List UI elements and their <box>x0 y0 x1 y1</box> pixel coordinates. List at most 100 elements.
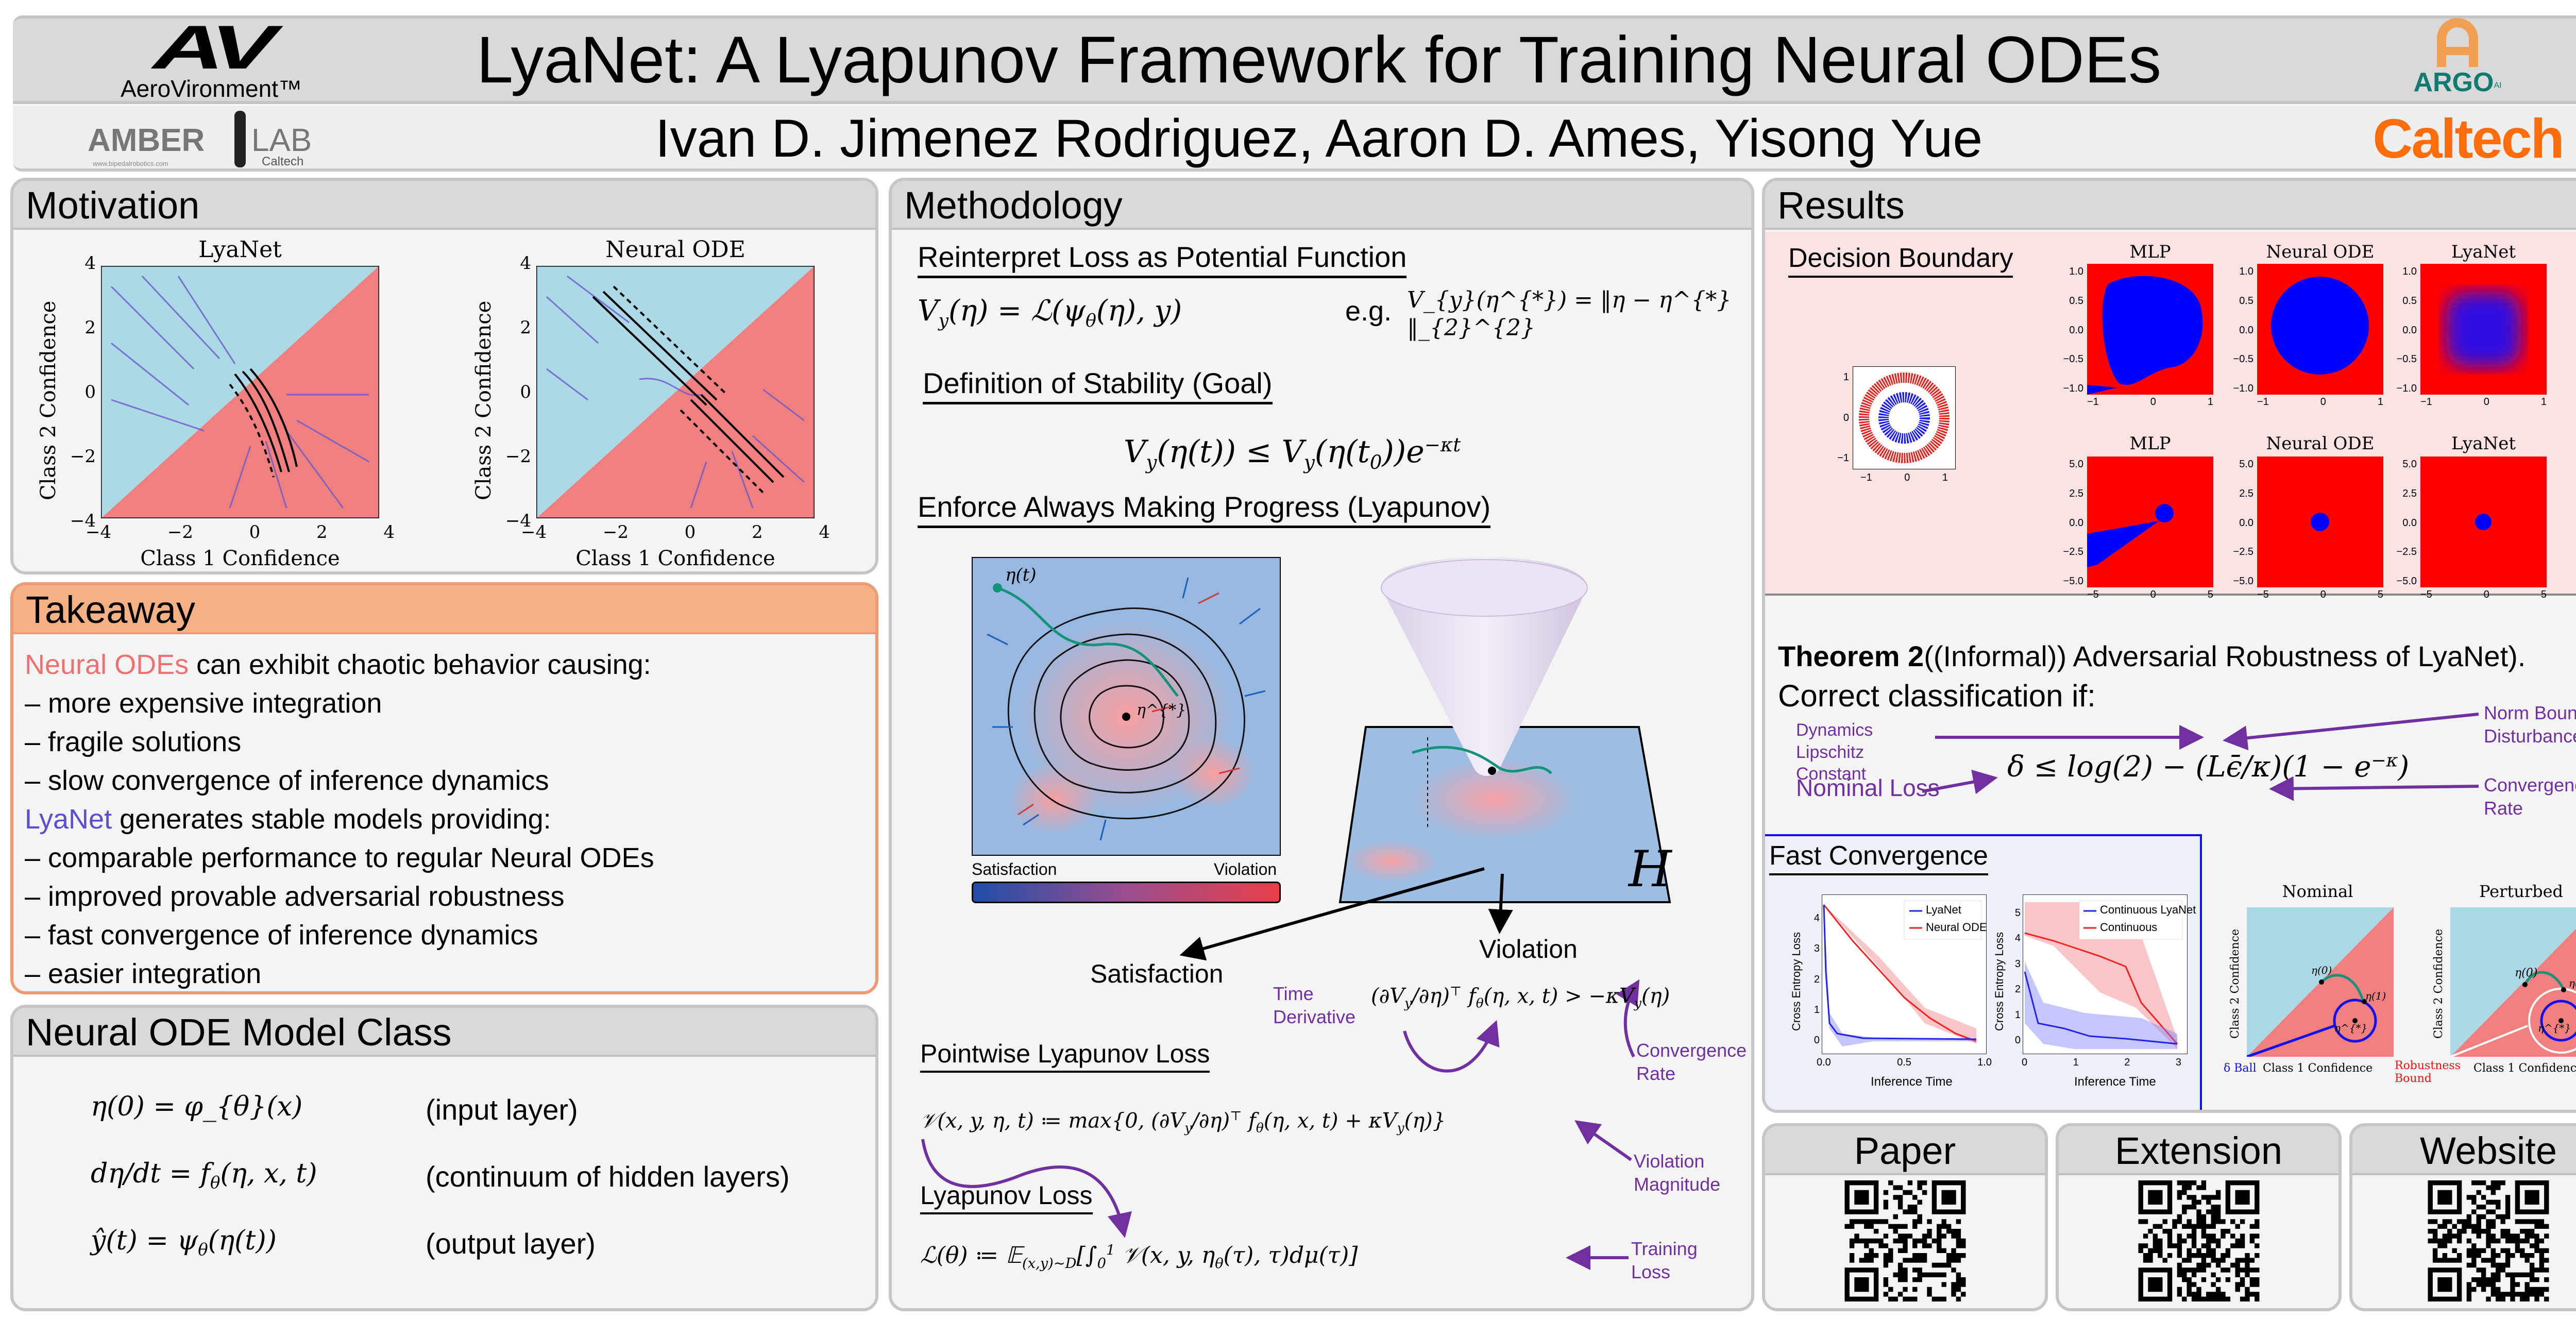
website-link-box[interactable]: Website <box>2349 1123 2576 1311</box>
lyapunov-contour-figure <box>972 557 1281 856</box>
tick-label: 0 <box>684 522 696 543</box>
neural-odes-highlight: Neural ODEs <box>25 649 189 680</box>
fast-convergence-heading: Fast Convergence <box>1769 840 1988 875</box>
theorem-text: ((Informal)) Adversarial Robustness of L… <box>1924 640 2526 672</box>
tick-label: 2 <box>2014 984 2021 995</box>
grid-title-neural-ode-perturbed: Neural ODE <box>2266 433 2375 454</box>
lyanet-intro: LyaNet generates stable models providing… <box>25 800 875 839</box>
website-qr-code[interactable] <box>2428 1180 2549 1301</box>
poster-title: LyaNet: A Lyapunov Framework for Trainin… <box>476 23 2162 97</box>
results-title: Results <box>1765 181 2576 230</box>
argo-logo: ARGOAI <box>2401 18 2514 98</box>
nominal-loss-annotation: Nominal Loss <box>1796 774 1940 801</box>
loss1-xlabel: Inference Time <box>1871 1075 1953 1089</box>
training-loss-annotation: Training Loss <box>1631 1238 1698 1282</box>
tick-label: 2 <box>1814 973 1820 985</box>
title-band <box>13 15 2576 104</box>
tick-label: −1 <box>1837 452 1849 464</box>
tick-label: −1.0 <box>2233 383 2253 394</box>
amber-lab-logo: AMBER LAB Caltech www.bipedalrobotics.co… <box>88 111 355 170</box>
input-layer-equation: η(0) = φ_{θ}(x) <box>91 1091 303 1122</box>
tick-label: 0 <box>520 382 531 402</box>
convergence-rate-annotation: Convergence Rate <box>2484 774 2576 819</box>
tick-label: 0.0 <box>2402 517 2417 529</box>
tick-label: 0.5 <box>2402 295 2417 307</box>
legend-continuous: Continuous <box>2100 921 2158 934</box>
tick-label: 0.5 <box>2239 295 2253 307</box>
lyanet-phase-plot <box>101 266 379 518</box>
eta-t-label: η(t) <box>1005 565 1037 585</box>
tick-label: 5.0 <box>2239 459 2253 470</box>
nominal-eta0: η(0) <box>2311 964 2332 976</box>
two-rings-dataset-plot <box>1853 366 1956 469</box>
tick-label: 4 <box>520 253 531 274</box>
tick-label: 2 <box>84 317 96 338</box>
tick-label: −5 <box>2087 589 2099 600</box>
tick-label: 4 <box>2014 933 2021 944</box>
tick-label: 0 <box>2320 589 2326 600</box>
lab-wordmark: LAB <box>251 123 312 158</box>
mlp-boundary-plot <box>2087 264 2213 395</box>
takeaway-panel: Takeaway Neural ODEs can exhibit chaotic… <box>10 582 878 994</box>
extension-title: Extension <box>2059 1126 2338 1175</box>
tick-label: 1 <box>1843 371 1849 383</box>
tick-label: 5 <box>2540 589 2547 600</box>
tick-label: −5.0 <box>2063 576 2083 587</box>
tick-label: −4 <box>70 511 96 531</box>
model-class-panel: Neural ODE Model Class η(0) = φ_{θ}(x) (… <box>10 1005 878 1311</box>
benefit-item: – fast convergence of inference dynamics <box>25 920 538 951</box>
tick-label: −5 <box>2420 589 2432 600</box>
tick-label: 0 <box>2483 589 2489 600</box>
tick-label: −0.5 <box>2233 353 2253 365</box>
tick-label: 0.0 <box>2069 517 2083 529</box>
legend-lyanet: LyaNet <box>1926 903 1961 916</box>
nominal-title: Nominal <box>2282 882 2353 901</box>
lyapunov-3d-figure <box>1338 557 1671 903</box>
tick-label: 0.0 <box>2239 324 2253 336</box>
tick-label: 2.5 <box>2239 487 2253 499</box>
extension-qr-code[interactable] <box>2138 1180 2259 1301</box>
tick-label: −1 <box>1860 472 1872 483</box>
grid-title-lyanet-perturbed: LyaNet <box>2451 433 2516 454</box>
website-title: Website <box>2352 1126 2576 1175</box>
heading-lyapunov-loss: Lyapunov Loss <box>920 1180 1093 1214</box>
tick-label: −4 <box>521 522 547 543</box>
methodology-title: Methodology <box>892 181 1751 230</box>
tick-label: 0 <box>1843 412 1849 424</box>
robustness-bound-label: Robustness Bound <box>2395 1059 2461 1085</box>
tick-label: 4 <box>383 522 395 543</box>
paper-title: Paper <box>1765 1126 2045 1175</box>
lyanet-xlabel: Class 1 Confidence <box>140 547 340 570</box>
convergence-rate-annotation: Convergence Rate <box>1636 1040 1747 1084</box>
takeaway-intro-text: can exhibit chaotic behavior causing: <box>189 649 651 680</box>
hidden-layer-label: (continuum of hidden layers) <box>426 1160 790 1193</box>
tick-label: 0 <box>1904 472 1910 483</box>
argo-ai: AI <box>2494 81 2502 90</box>
lyanet-ylabel: Class 2 Confidence <box>37 300 60 500</box>
tick-label: 1 <box>2014 1009 2021 1021</box>
tick-label: 0.5 <box>1897 1057 1911 1068</box>
perturbed-robustness-plot <box>2450 907 2576 1057</box>
mlp-perturbed-plot <box>2087 456 2213 587</box>
extension-link-box[interactable]: Extension <box>2056 1123 2342 1311</box>
paper-link-box[interactable]: Paper <box>1762 1123 2048 1311</box>
paper-qr-code[interactable] <box>1844 1180 1965 1301</box>
author-band <box>13 106 2576 172</box>
benefit-item: – comparable performance to regular Neur… <box>25 842 654 873</box>
methodology-panel: Methodology Reinterpret Loss as Potentia… <box>889 178 1754 1311</box>
tick-label: 3 <box>1814 943 1820 955</box>
heading-potential-function: Reinterpret Loss as Potential Function <box>918 240 1407 278</box>
satisfaction-label: Satisfaction <box>1090 959 1224 988</box>
aerovironment-wordmark: AeroVironment™ <box>121 75 302 102</box>
satisfaction-violation-colorbar <box>972 882 1281 903</box>
neural-ode-boundary-plot <box>2257 264 2383 395</box>
tick-label: −1.0 <box>2063 383 2083 394</box>
tick-label: −2 <box>602 522 629 543</box>
example-prefix: e.g. <box>1345 296 1392 327</box>
